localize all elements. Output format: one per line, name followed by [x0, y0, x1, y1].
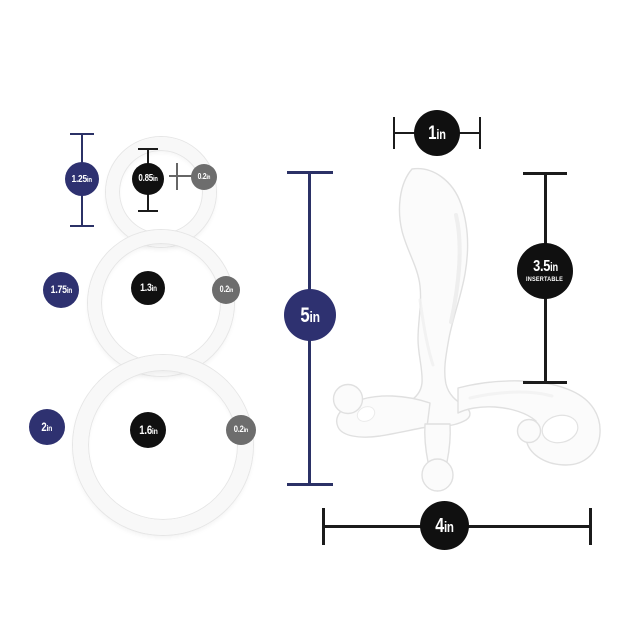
- badge-ring2-outer-diameter: 1.75in: [43, 272, 79, 308]
- massager-left-arm-knob: [332, 383, 364, 415]
- dim-cap: [479, 117, 481, 149]
- dim-cap: [523, 381, 567, 384]
- dim-cap: [70, 133, 94, 135]
- dim-cap: [589, 508, 592, 545]
- dim-cap: [138, 210, 158, 212]
- shade-shaft-left: [418, 298, 435, 367]
- shade-tail: [468, 390, 554, 400]
- shade-shaft-right: [449, 213, 462, 324]
- badge-total-length: 5in: [284, 289, 336, 341]
- massager-illustration: [332, 167, 601, 492]
- badge-ring2-thickness: 0.2in: [212, 276, 240, 304]
- dim-cap: [322, 508, 325, 545]
- dim-tick-ring1-thickness: [176, 163, 178, 190]
- badge-head-width: 1in: [414, 110, 460, 156]
- massager-stem-knob: [421, 458, 454, 492]
- badge-base-width: 4in: [420, 501, 469, 550]
- dim-cap: [287, 171, 333, 174]
- badge-ring3-inner-diameter: 1.6in: [130, 412, 166, 448]
- dim-cap: [138, 148, 158, 150]
- insertable-note: INSERTABLE: [526, 275, 564, 283]
- ring-large: [73, 355, 253, 535]
- massager-tail-knob: [516, 418, 542, 444]
- badge-ring1-outer-diameter: 1.25in: [65, 162, 99, 196]
- badge-ring2-inner-diameter: 1.3in: [131, 271, 165, 305]
- badge-ring1-thickness: 0.2in: [191, 164, 217, 190]
- massager-tail-curl-hole: [541, 414, 579, 444]
- badge-ring3-thickness: 0.2in: [226, 415, 256, 445]
- dim-cap: [393, 117, 395, 149]
- massager-stem: [424, 423, 451, 463]
- massager-left-arm-notch: [356, 406, 376, 422]
- badge-ring3-outer-diameter: 2in: [29, 409, 65, 445]
- dim-connector-ring1-thickness: [169, 175, 192, 177]
- massager-tail: [457, 380, 601, 466]
- badge-ring1-inner-diameter: 0.85in: [132, 163, 164, 195]
- dim-cap: [523, 172, 567, 175]
- dim-cap: [70, 225, 94, 227]
- badge-insertable-length: 3.5in INSERTABLE: [517, 243, 573, 299]
- dim-cap: [287, 483, 333, 486]
